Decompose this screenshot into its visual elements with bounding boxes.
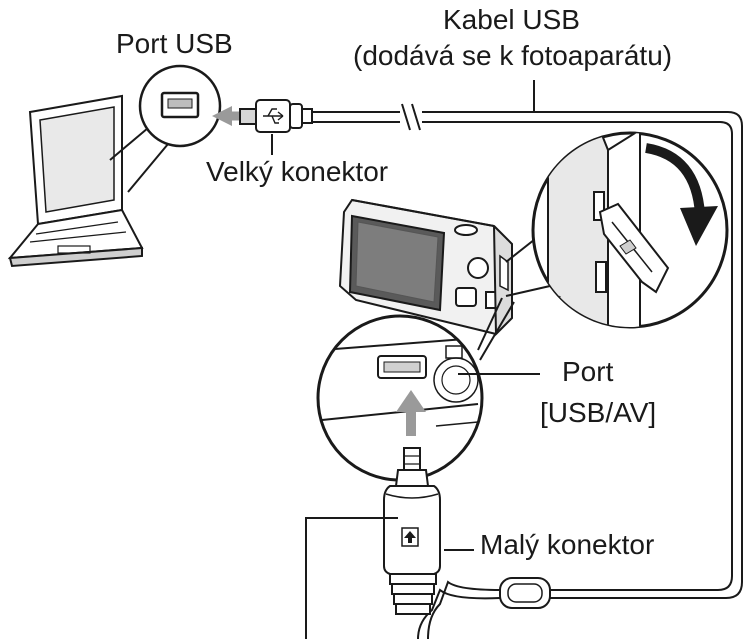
bottom-callout-lines (477, 297, 515, 361)
large-connector-label: Velký konektor (206, 156, 389, 187)
usb-cable (300, 103, 743, 640)
laptop-callout-lines (109, 127, 169, 193)
small-connector-label: Malý konektor (480, 529, 655, 560)
up-arrow-icon (396, 390, 426, 436)
usb-av-port-magnifier (316, 314, 484, 482)
camera-icon (338, 198, 513, 337)
port-cover-magnifier (531, 131, 729, 329)
port-av-label: Port (562, 356, 614, 387)
usb-icon (263, 108, 284, 124)
large-usb-connector (239, 99, 313, 133)
ferrite-core (499, 577, 551, 609)
small-usb-connector (383, 447, 441, 615)
usb-cable-label: Kabel USB (443, 4, 580, 35)
usb-cable-note: (dodává se k fotoaparátu) (353, 40, 673, 71)
curved-arrow-icon (644, 141, 718, 246)
port-av-label-name: [USB/AV] (540, 397, 657, 428)
usb-port-label: Port USB (116, 28, 233, 59)
laptop-usb-port-magnifier (138, 64, 222, 148)
laptop-icon (7, 94, 144, 268)
